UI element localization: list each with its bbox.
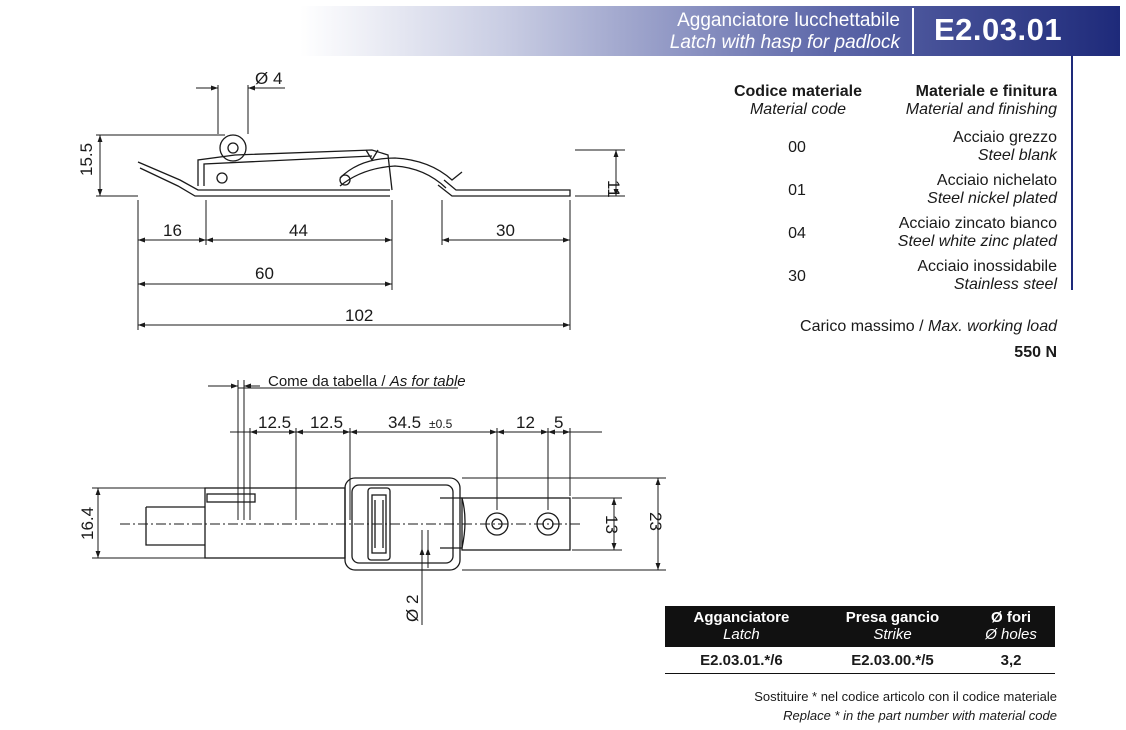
as-for-table-it: Come da tabella / bbox=[268, 373, 390, 390]
max-load-label: Carico massimo / Max. working load bbox=[800, 318, 1057, 336]
dim-total-height: 15.5 bbox=[77, 143, 96, 176]
col-holes-en: Ø holes bbox=[985, 626, 1037, 643]
max-load-label-en: Max. working load bbox=[928, 318, 1057, 335]
material-row-code: 30 bbox=[788, 268, 806, 285]
latch-base-plate bbox=[137, 161, 390, 191]
strike-part-number: E2.03.00.*/5 bbox=[817, 647, 968, 674]
title-english: Latch with hasp for padlock bbox=[669, 32, 900, 53]
material-desc-it: Acciaio inossidabile bbox=[917, 258, 1057, 275]
material-code-header-it: Codice materiale bbox=[733, 83, 863, 100]
side-view-dimensions bbox=[96, 85, 625, 330]
rivet-left bbox=[216, 172, 228, 184]
dim-5: 5 bbox=[554, 413, 563, 432]
header-band bbox=[300, 6, 1120, 56]
dim-right-height: 11 bbox=[604, 180, 623, 198]
material-desc-en: Steel nickel plated bbox=[927, 190, 1057, 207]
dim-30: 30 bbox=[496, 221, 515, 240]
material-row-desc: Acciaio grezzo Steel blank bbox=[953, 129, 1057, 165]
dim-102: 102 bbox=[345, 306, 373, 325]
footnote-it: Sostituire * nel codice articolo con il … bbox=[754, 689, 1057, 704]
as-for-table-en: As for table bbox=[389, 373, 466, 390]
dim-60: 60 bbox=[255, 264, 274, 283]
material-row-desc: Acciaio inossidabile Stainless steel bbox=[917, 258, 1057, 294]
hook bbox=[339, 157, 463, 181]
col-strike-it: Presa gancio bbox=[845, 609, 940, 626]
material-desc-en: Steel white zinc plated bbox=[897, 233, 1057, 250]
rivet-right bbox=[339, 174, 351, 186]
dim-16-4: 16.4 bbox=[78, 507, 97, 540]
material-finish-header: Materiale e finitura Material and finish… bbox=[906, 83, 1057, 119]
material-desc-en: Steel blank bbox=[977, 147, 1057, 164]
latch-part-number: E2.03.01.*/6 bbox=[665, 647, 818, 674]
material-finish-header-en: Material and finishing bbox=[905, 101, 1057, 118]
as-for-table-note: Come da tabella / As for table bbox=[268, 373, 466, 390]
top-view-dimensions bbox=[92, 380, 666, 625]
footnote-en: Replace * in the part number with materi… bbox=[783, 708, 1057, 723]
tab-slot bbox=[206, 493, 256, 503]
dim-hole-diameter: Ø 2 bbox=[403, 595, 422, 622]
side-view bbox=[137, 134, 571, 197]
material-row-desc: Acciaio zincato bianco Steel white zinc … bbox=[898, 215, 1057, 251]
dim-16: 16 bbox=[163, 221, 182, 240]
material-row-code: 04 bbox=[788, 225, 806, 242]
material-code-header-en: Material code bbox=[749, 101, 847, 118]
dim-34-5: 34.5 bbox=[388, 413, 421, 432]
latch-body-top bbox=[204, 487, 346, 559]
material-finish-header-it: Materiale e finitura bbox=[915, 83, 1057, 100]
dim-34-5-tolerance: ±0.5 bbox=[429, 417, 453, 431]
material-code-header: Codice materiale Material code bbox=[733, 83, 863, 119]
pivot-ear bbox=[219, 134, 247, 162]
col-holes-it: Ø fori bbox=[991, 609, 1032, 626]
latch-body bbox=[197, 149, 393, 191]
material-row-desc: Acciaio nichelato Steel nickel plated bbox=[927, 172, 1057, 208]
dim-44: 44 bbox=[289, 221, 308, 240]
max-load-label-it: Carico massimo / bbox=[800, 318, 929, 335]
hole-diameter: 3,2 bbox=[967, 647, 1055, 674]
material-desc-it: Acciaio nichelato bbox=[936, 172, 1057, 189]
dim-12-5-b: 12.5 bbox=[310, 413, 343, 432]
pivot-hole bbox=[227, 142, 239, 154]
col-strike-en: Strike bbox=[873, 626, 912, 643]
product-code: E2.03.01 bbox=[934, 12, 1063, 47]
material-desc-it: Acciaio zincato bianco bbox=[898, 215, 1057, 232]
table-row: E2.03.01.*/6 E2.03.00.*/5 3,2 bbox=[665, 647, 1055, 674]
header-divider bbox=[912, 8, 914, 54]
material-desc-en: Stainless steel bbox=[953, 276, 1057, 293]
material-row-code: 01 bbox=[788, 182, 806, 199]
footnote: Sostituire * nel codice articolo con il … bbox=[754, 687, 1057, 725]
dim-13: 13 bbox=[602, 515, 621, 534]
max-load-value: 550 N bbox=[1014, 344, 1057, 361]
header-side-rule bbox=[1071, 56, 1073, 290]
col-latch-en: Latch bbox=[723, 626, 760, 643]
title-italian: Agganciatore lucchettabile bbox=[677, 10, 900, 31]
dim-23: 23 bbox=[646, 512, 665, 531]
dim-12: 12 bbox=[516, 413, 535, 432]
strike-plate-side bbox=[437, 179, 571, 197]
dim-pin-diameter: Ø 4 bbox=[255, 69, 282, 88]
col-latch-it: Agganciatore bbox=[693, 609, 790, 626]
material-row-code: 00 bbox=[788, 139, 806, 156]
material-desc-it: Acciaio grezzo bbox=[952, 129, 1057, 146]
dim-12-5-a: 12.5 bbox=[258, 413, 291, 432]
